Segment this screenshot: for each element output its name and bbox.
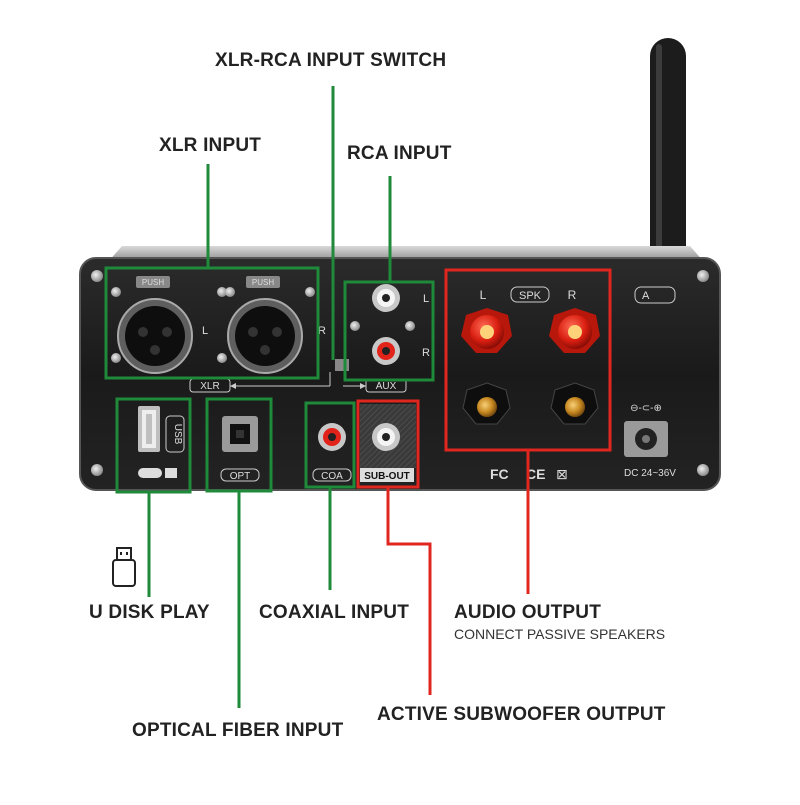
usb-stick-icon: [112, 547, 136, 587]
ce-mark: CE: [526, 466, 545, 482]
xlr-right-label: R: [318, 325, 326, 337]
audio-output-subtitle: CONNECT PASSIVE SPEAKERS: [454, 626, 666, 642]
coaxial-input-callout: COAXIAL INPUT: [259, 602, 410, 623]
xlr-input-box: [104, 266, 320, 380]
xlr-label: XLR: [200, 381, 219, 392]
panel-screws: [91, 270, 709, 476]
rca-input-callout: RCA INPUT: [347, 143, 452, 164]
usb-box: [115, 397, 192, 494]
optical-port: OPT: [220, 416, 260, 482]
speaker-terminals: [461, 308, 600, 425]
push-label-left: PUSH: [142, 278, 164, 287]
sub-out-label: SUB-OUT: [364, 471, 410, 482]
usb-label: USB: [172, 424, 183, 445]
dc-power-input: ⊖-⊂-⊕: [624, 403, 668, 457]
spk-label: SPK: [519, 290, 542, 302]
fc-mark: FC: [490, 466, 509, 482]
rca-left-label: L: [423, 293, 429, 305]
u-disk-play-callout: U DISK PLAY: [89, 602, 210, 623]
weee-icon: ⊠: [556, 466, 568, 482]
sub-out-leader: [386, 487, 432, 695]
coa-label: COA: [321, 471, 343, 482]
xlr-connector-left: [117, 276, 193, 374]
rca-right-label: R: [422, 347, 430, 359]
spk-left-label: L: [480, 288, 487, 302]
rca-input-jacks: [372, 284, 400, 365]
leader-lines: [147, 86, 530, 708]
xlr-input-callout: XLR INPUT: [159, 135, 262, 156]
push-label-right: PUSH: [252, 278, 274, 287]
dc-voltage-label: DC 24~36V: [624, 468, 676, 479]
aux-label: AUX: [376, 381, 397, 392]
optical-fiber-input-callout: OPTICAL FIBER INPUT: [132, 720, 344, 741]
antenna-port-label-box: [634, 286, 676, 304]
usb-port: USB: [138, 406, 185, 478]
spk-right-label: R: [568, 288, 577, 302]
xlr-rca-switch-callout: XLR-RCA INPUT SWITCH: [215, 50, 447, 71]
opt-label: OPT: [230, 471, 251, 482]
audio-output-callout: AUDIO OUTPUT: [454, 602, 602, 623]
xlr-connector-right: [227, 276, 303, 374]
coaxial-jack: COA: [312, 423, 352, 482]
svg-text:⊖-⊂-⊕: ⊖-⊂-⊕: [630, 403, 662, 414]
sub-out-jack: SUB-OUT: [360, 404, 416, 482]
antenna-port-label: A: [642, 290, 650, 302]
active-subwoofer-output-callout: ACTIVE SUBWOOFER OUTPUT: [377, 704, 666, 725]
xlr-left-label: L: [202, 325, 208, 337]
